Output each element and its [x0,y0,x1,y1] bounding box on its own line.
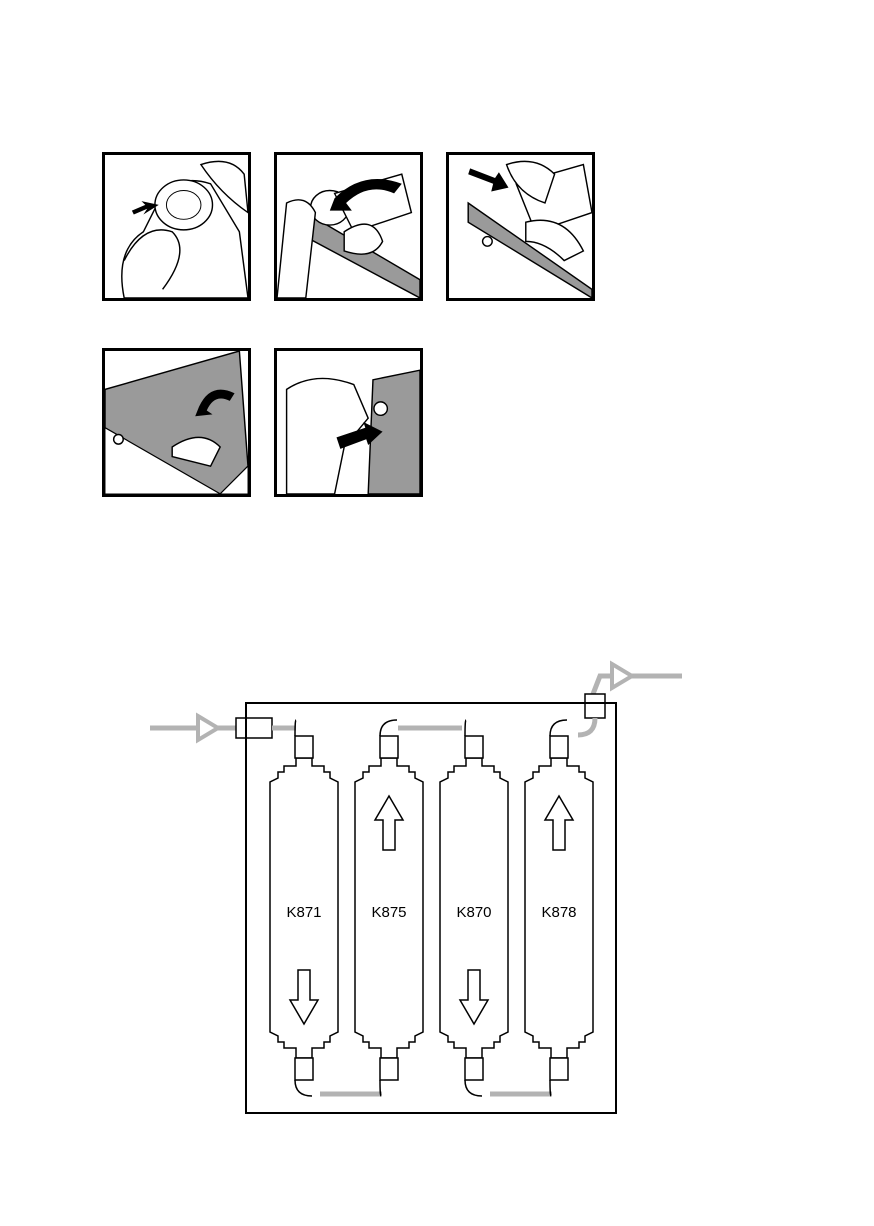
instruction-panel-3 [446,152,595,301]
hand-insert-cartridge-icon [449,155,592,298]
top-fitting [380,736,398,758]
bottom-fitting [465,1058,483,1080]
filter-label: K870 [456,904,491,921]
filter-label: K875 [371,904,406,921]
instruction-panel-4 [102,348,251,497]
filter-flow-diagram: K871 K875 K870 K878 [0,640,874,1140]
filter-cartridge-k875: K875 [355,720,423,1096]
instruction-panel-5 [274,348,423,497]
top-fitting [465,736,483,758]
instruction-panel-2 [274,152,423,301]
bottom-fitting [295,1058,313,1080]
top-fitting [550,736,568,758]
outlet-pipe [593,676,682,694]
filter-cartridge-k878: K878 [525,720,593,1096]
inlet-arrow-icon [198,716,218,740]
instruction-panel-1 [102,152,251,301]
inlet-fitting [236,718,272,738]
close-cover-icon [105,351,248,494]
push-button-icon [277,351,420,494]
bottom-fitting [550,1058,568,1080]
top-fitting [295,736,313,758]
filter-label: K878 [541,904,576,921]
outlet-arrow-icon [612,664,632,688]
filter-cartridge-k870: K870 [440,720,508,1096]
hand-rotate-cartridge-icon [277,155,420,298]
filter-label: K871 [286,904,321,921]
hand-pull-pin-icon [105,155,248,298]
outlet-fitting [585,694,605,718]
bottom-fitting [380,1058,398,1080]
filter-cartridge-k871: K871 [270,720,338,1096]
